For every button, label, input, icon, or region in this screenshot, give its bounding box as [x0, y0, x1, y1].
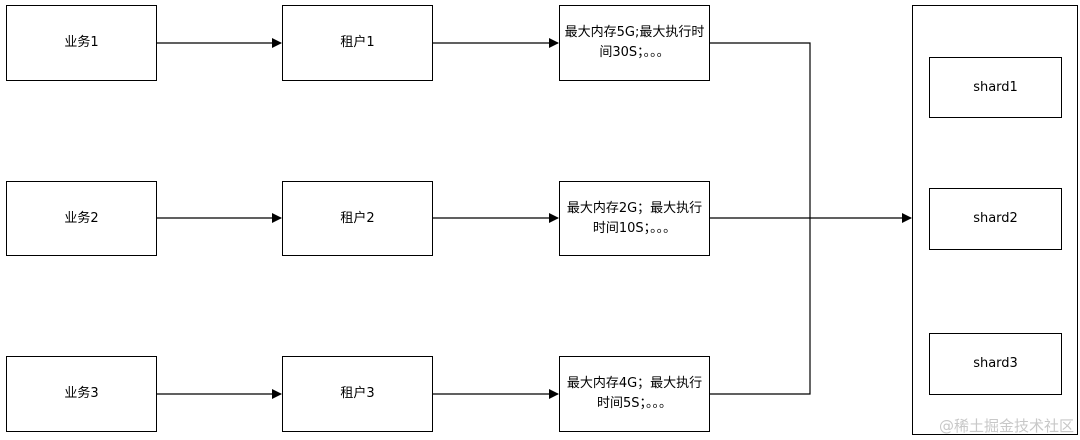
tenant-box-3: 租户3 [282, 356, 433, 432]
shard-box-2: shard2 [929, 188, 1062, 250]
shard-label-1: shard1 [973, 79, 1018, 95]
limit-box-2: 最大内存2G；最大执行时间10S；。。。 [559, 181, 710, 256]
shard-label-2: shard2 [973, 211, 1018, 226]
business-box-1: 业务1 [6, 5, 157, 81]
shard-box-1: shard1 [929, 57, 1062, 118]
tenant-box-2: 租户2 [282, 181, 433, 256]
connector-limit1-merge [710, 42, 811, 218]
limit-label-1: 最大内存5G;最大执行时间30S；。。。 [564, 25, 705, 60]
business-label-2: 业务2 [64, 210, 99, 226]
business-label-3: 业务3 [64, 386, 99, 401]
tenant-label-1: 租户1 [340, 35, 375, 50]
shard-box-3: shard3 [929, 333, 1062, 395]
tenant-label-3: 租户3 [340, 386, 375, 401]
business-box-2: 业务2 [6, 181, 157, 256]
tenant-box-1: 租户1 [282, 5, 433, 81]
limit-label-3: 最大内存4G；最大执行时间5S；。。。 [566, 376, 703, 411]
business-box-3: 业务3 [6, 356, 157, 432]
shard-label-3: shard3 [973, 356, 1018, 371]
watermark: @稀土掘金技术社区 [938, 417, 1074, 435]
limit-label-2: 最大内存2G；最大执行时间10S；。。。 [566, 200, 703, 236]
business-label-1: 业务1 [64, 35, 99, 50]
connector-limit3-merge [710, 218, 811, 395]
tenant-label-2: 租户2 [340, 210, 375, 226]
limit-box-3: 最大内存4G；最大执行时间5S；。。。 [559, 356, 710, 432]
limit-box-1: 最大内存5G;最大执行时间30S；。。。 [559, 5, 710, 81]
